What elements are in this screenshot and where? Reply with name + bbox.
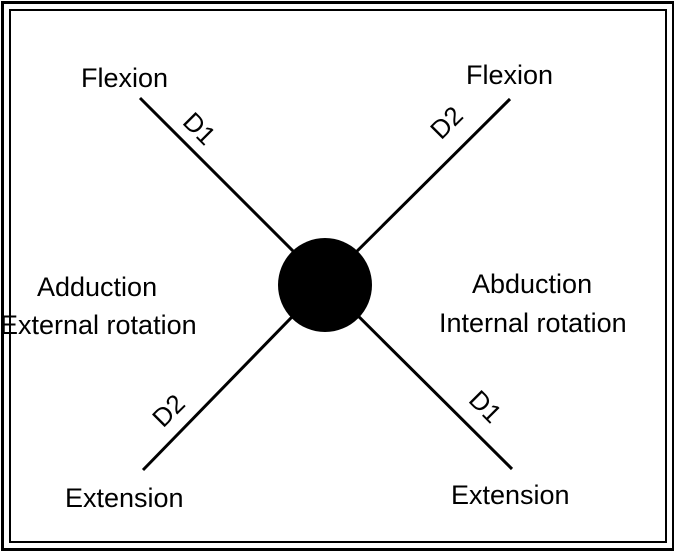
label-top-right-flexion: Flexion [466, 60, 554, 90]
label-right-abduction: Abduction [472, 269, 593, 299]
diagonal-label-lower-right: D1 [463, 384, 508, 429]
label-right-internal-rotation: Internal rotation [439, 308, 627, 338]
diagonal-label-upper-right: D2 [424, 100, 469, 145]
label-top-left-flexion: Flexion [81, 63, 169, 93]
label-left-adduction: Adduction [37, 272, 158, 302]
label-bottom-right-extension: Extension [451, 480, 570, 510]
center-joint-circle [278, 238, 372, 332]
label-bottom-left-extension: Extension [65, 483, 184, 513]
label-left-external-rotation: External rotation [0, 310, 197, 340]
diagonal-label-upper-left: D1 [177, 106, 222, 151]
inner-border [9, 9, 667, 543]
